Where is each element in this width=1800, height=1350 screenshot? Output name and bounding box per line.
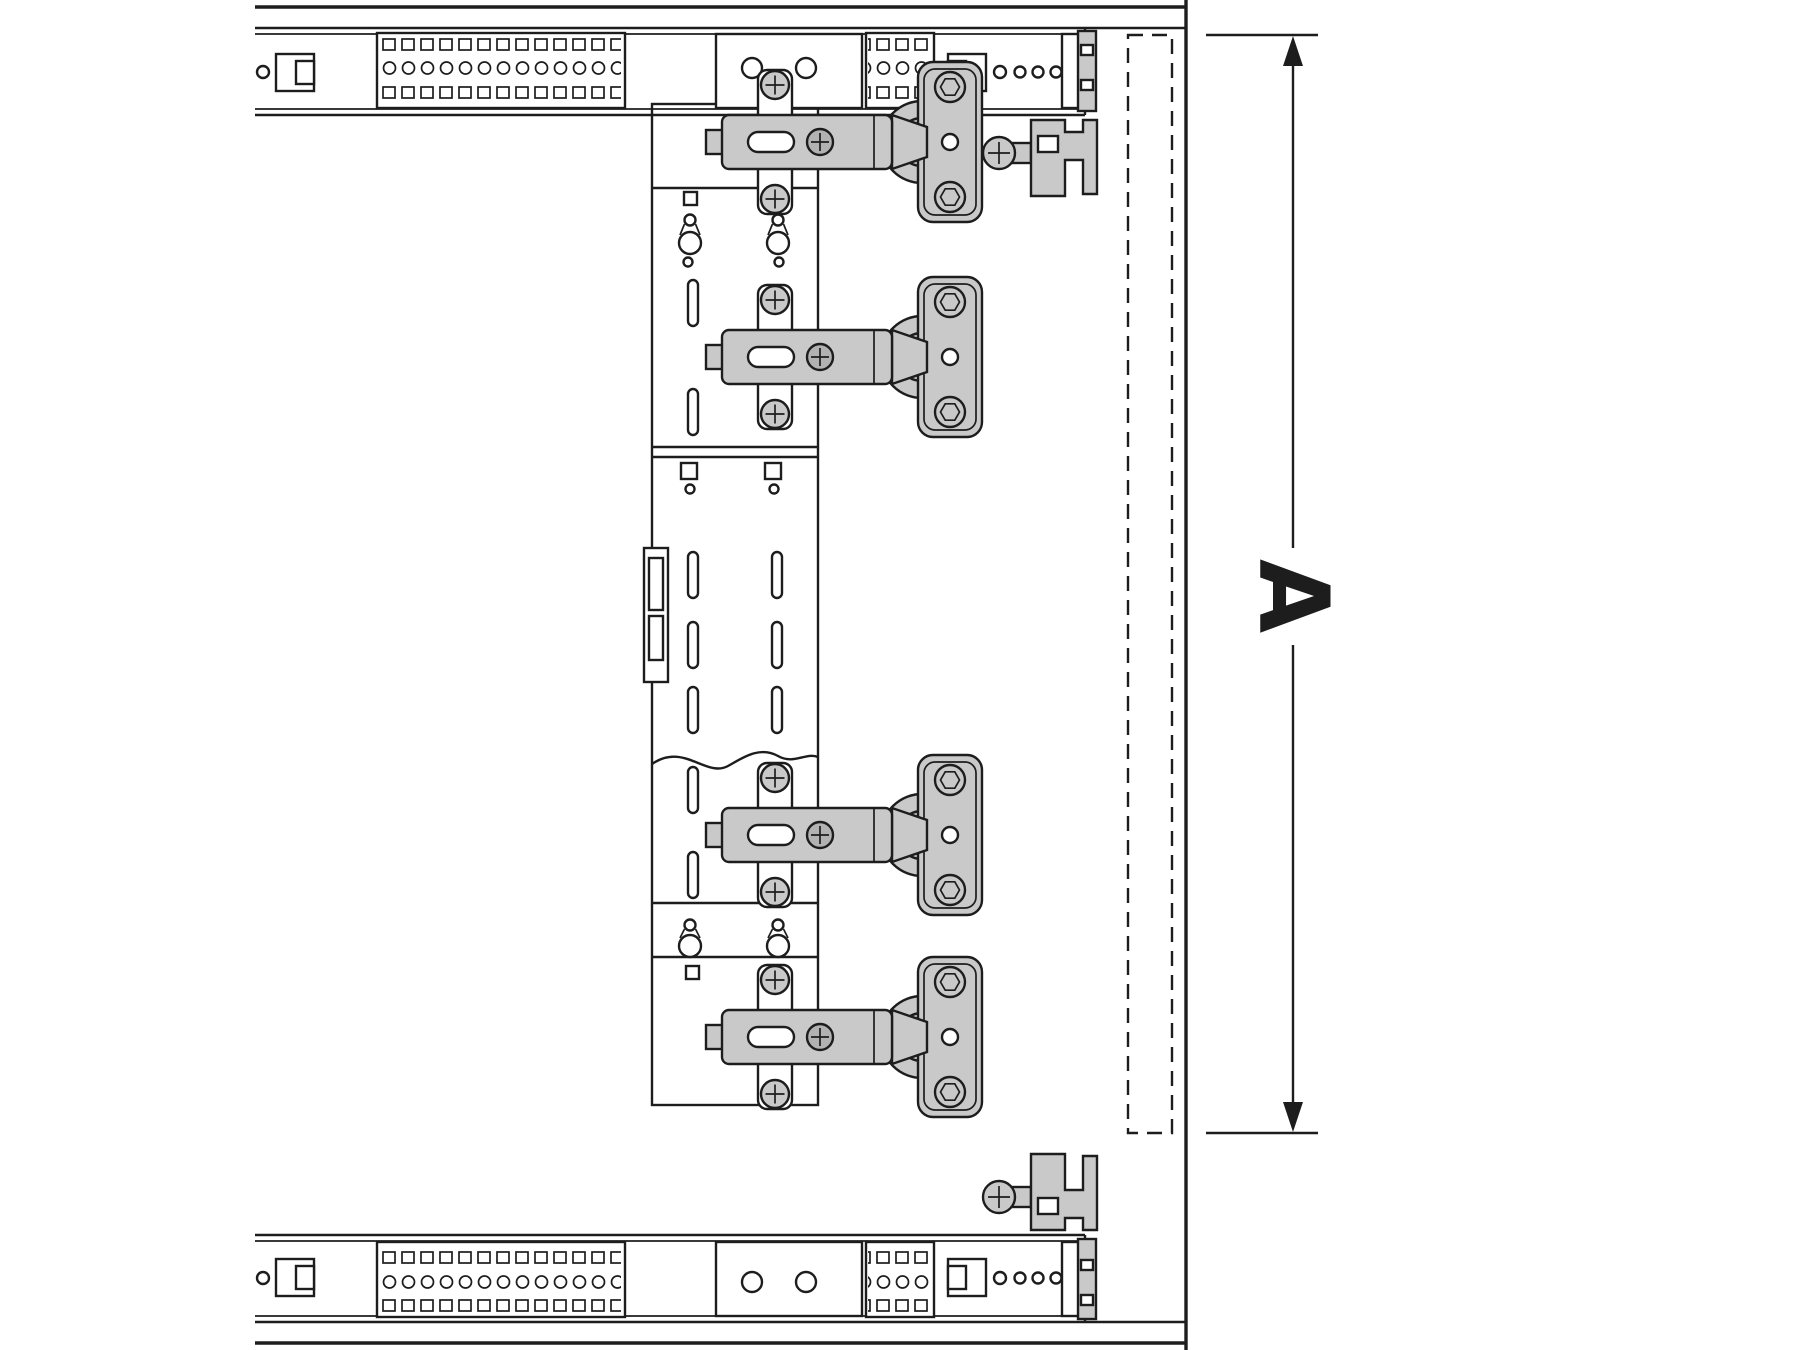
dimension-label: A <box>1237 559 1349 633</box>
latch-striker <box>642 546 670 684</box>
door-panel-dashed-outline <box>1126 33 1174 1135</box>
keyhole-slots-top <box>677 213 791 256</box>
adjustment-slots <box>686 278 784 900</box>
arrow-down-icon <box>1283 1102 1303 1132</box>
dimension-A: A <box>1206 33 1349 1135</box>
arrow-up-icon <box>1283 36 1303 66</box>
break-line <box>651 750 819 770</box>
keyhole-slots-bottom <box>677 918 791 959</box>
door-mounting-plate <box>642 102 820 1107</box>
